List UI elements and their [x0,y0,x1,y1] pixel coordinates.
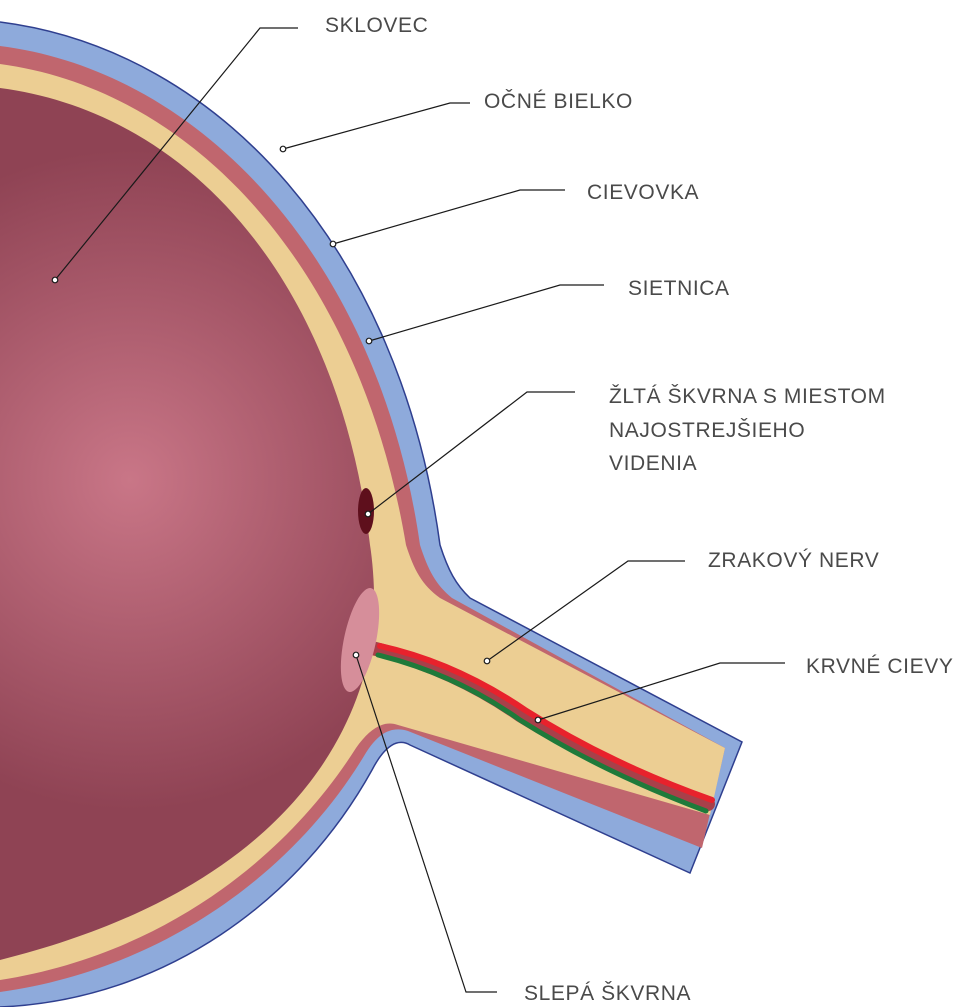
anchor-dot-ocne-bielko [280,146,286,152]
leader-line-ocne-bielko [283,103,470,149]
label-ocne-bielko: OČNÉ BIELKO [484,90,633,113]
label-zlta-skvrna-line-3: VIDENIA [609,452,697,475]
anchor-dot-sklovec [52,277,58,283]
label-cievovka: CIEVOVKA [587,181,699,204]
anchor-dot-zrakovy-nerv [484,658,490,664]
label-zlta-skvrna: ŽLTÁ ŠKVRNA S MIESTOM NAJOSTREJŠIEHO VID… [609,385,892,475]
label-zlta-skvrna-line-1: ŽLTÁ ŠKVRNA S MIESTOM [609,385,886,408]
label-slepa-skvrna: SLEPÁ ŠKVRNA [524,982,691,1005]
leader-line-sietnica [369,285,604,341]
label-zrakovy-nerv: ZRAKOVÝ NERV [708,549,879,572]
label-zlta-skvrna-line-2: NAJOSTREJŠIEHO [609,419,805,442]
anchor-dot-sietnica [366,338,372,344]
anchor-dot-zlta-skvrna [365,511,371,517]
label-krvne-cievy: KRVNÉ CIEVY [806,655,953,678]
label-sietnica: SIETNICA [628,277,730,300]
anchor-dot-cievovka [330,241,336,247]
anchor-dot-slepa-skvrna [353,652,359,658]
leader-line-cievovka [333,190,565,244]
label-sklovec: SKLOVEC [325,14,428,37]
anchor-dot-krvne-cievy [535,717,541,723]
